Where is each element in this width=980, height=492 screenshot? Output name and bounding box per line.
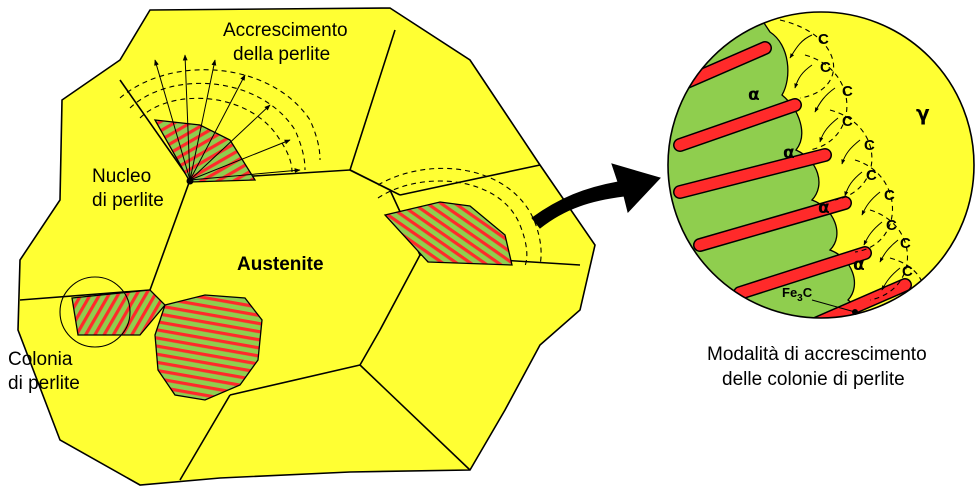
alpha-label: α — [853, 255, 865, 275]
growth-label-line1: Accrescimento — [223, 20, 348, 41]
nucleus-label-line1: Nucleo — [92, 166, 151, 187]
austenite-label: Austenite — [237, 254, 324, 275]
carbon-label: C — [884, 187, 895, 204]
alpha-label: α — [818, 198, 830, 218]
carbon-label: C — [864, 137, 875, 154]
carbon-label: C — [842, 113, 853, 130]
carbon-label: C — [820, 59, 831, 76]
austenite-grain-aggregate — [18, 8, 595, 485]
nucleus-label-line2: di perlite — [92, 190, 164, 211]
carbon-label: C — [842, 83, 853, 100]
caption-line2: delle colonie di perlite — [722, 369, 905, 390]
growth-label-line2: della perlite — [233, 44, 330, 65]
cementite-label-main: Fe — [782, 285, 797, 300]
colony-label-line2: di perlite — [8, 373, 80, 394]
carbon-label: C — [886, 217, 897, 234]
magnified-growth-view: α α α α γ C C C C C C C C C C Fe3C — [660, 12, 974, 345]
colony-label-line1: Colonia — [8, 349, 73, 370]
carbon-label: C — [866, 167, 877, 184]
austenite-outline — [18, 8, 595, 485]
carbon-label: C — [818, 31, 829, 48]
alpha-label: α — [783, 143, 795, 163]
carbon-label: C — [900, 235, 911, 252]
gamma-label: γ — [916, 101, 930, 125]
caption-line1: Modalità di accrescimento — [707, 344, 927, 365]
nucleus-dot — [187, 178, 194, 185]
alpha-label: α — [748, 85, 760, 105]
cementite-leader-dot — [852, 309, 858, 315]
carbon-label: C — [902, 263, 913, 280]
cementite-label-tail: C — [803, 285, 813, 300]
